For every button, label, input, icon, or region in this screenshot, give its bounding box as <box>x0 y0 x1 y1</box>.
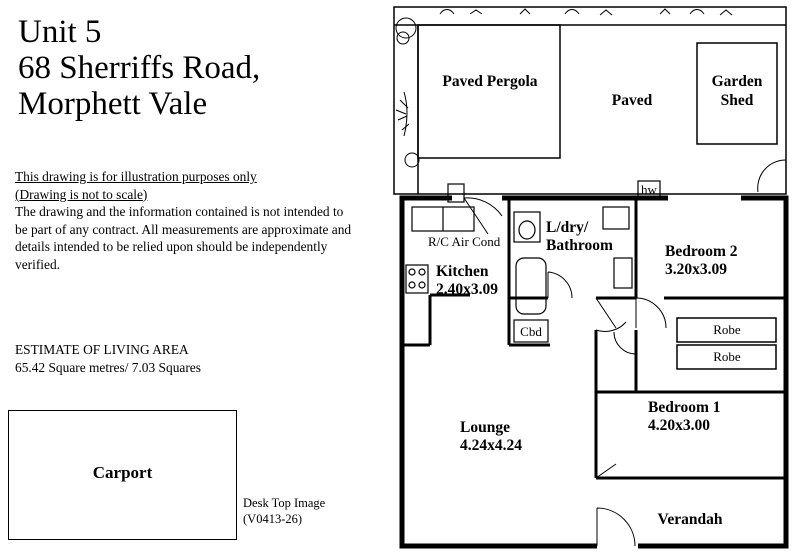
label-paved: Paved <box>612 92 653 109</box>
disclaimer-body: The drawing and the information containe… <box>15 204 352 272</box>
label-laundry: L/dry/ <box>546 219 589 236</box>
label-bathroom: Bathroom <box>546 237 613 254</box>
bathtub <box>515 257 547 315</box>
address-unit: Unit 5 <box>18 14 102 50</box>
label-bedroom-2-dim: 3.20x3.09 <box>665 261 727 278</box>
robes <box>676 317 777 370</box>
label-bedroom-2: Bedroom 2 <box>665 243 738 260</box>
label-lounge-dim: 4.24x4.24 <box>460 437 522 454</box>
yard-outline <box>393 6 787 195</box>
image-reference-title: Desk Top Image <box>243 496 326 510</box>
toilet <box>513 211 541 243</box>
exterior-walls <box>399 195 789 549</box>
image-reference: Desk Top Image (V0413-26) <box>243 495 325 527</box>
label-verandah: Verandah <box>658 511 723 528</box>
label-robe-1: Robe <box>713 322 741 337</box>
pergola-outline <box>417 24 561 159</box>
estimate-value: 65.42 Square metres/ 7.03 Squares <box>15 359 201 375</box>
aircon-unit <box>447 183 465 203</box>
garden-plants <box>395 8 733 168</box>
hot-water-unit <box>637 180 661 199</box>
address-street: 68 Sherriffs Road, <box>18 50 261 86</box>
carport-label: Carport <box>92 463 153 482</box>
label-kitchen-dim: 2.40x3.09 <box>436 281 498 298</box>
disclaimer: This drawing is for illustration purpose… <box>15 168 355 273</box>
label-shed: Shed <box>721 92 754 109</box>
disclaimer-illustration: This drawing is for illustration purpose… <box>15 169 257 184</box>
label-robe-2: Robe <box>713 349 741 364</box>
estimate-heading: ESTIMATE OF LIVING AREA <box>15 342 189 357</box>
carport: Carport <box>8 410 237 540</box>
cupboard <box>513 319 549 343</box>
label-cupboard: Cbd <box>520 324 542 339</box>
address-suburb: Morphett Vale <box>18 86 208 122</box>
label-paved-pergola: Paved Pergola <box>442 73 537 90</box>
room-labels: Paved Pergola Paved Garden Shed hw R/C A… <box>428 73 763 528</box>
image-reference-code: (V0413-26) <box>243 512 303 526</box>
interior-walls <box>402 198 786 480</box>
label-lounge: Lounge <box>460 419 510 436</box>
living-area-estimate: ESTIMATE OF LIVING AREA 65.42 Square met… <box>15 341 201 376</box>
label-bedroom-1-dim: 4.20x3.00 <box>648 417 710 434</box>
label-garden: Garden <box>712 73 763 90</box>
property-address: Unit 5 68 Sherriffs Road, Morphett Vale <box>18 14 260 122</box>
cooktop <box>405 264 429 294</box>
label-hw: hw <box>641 182 658 197</box>
doors <box>463 159 787 547</box>
basin <box>613 257 633 289</box>
washing-machine <box>602 206 630 230</box>
label-bedroom-1: Bedroom 1 <box>648 399 720 416</box>
fixtures <box>405 180 661 343</box>
label-aircon: R/C Air Cond <box>428 234 501 249</box>
shed-outline <box>696 42 778 145</box>
label-kitchen: Kitchen <box>436 263 489 280</box>
disclaimer-scale: (Drawing is not to scale) <box>15 186 148 202</box>
